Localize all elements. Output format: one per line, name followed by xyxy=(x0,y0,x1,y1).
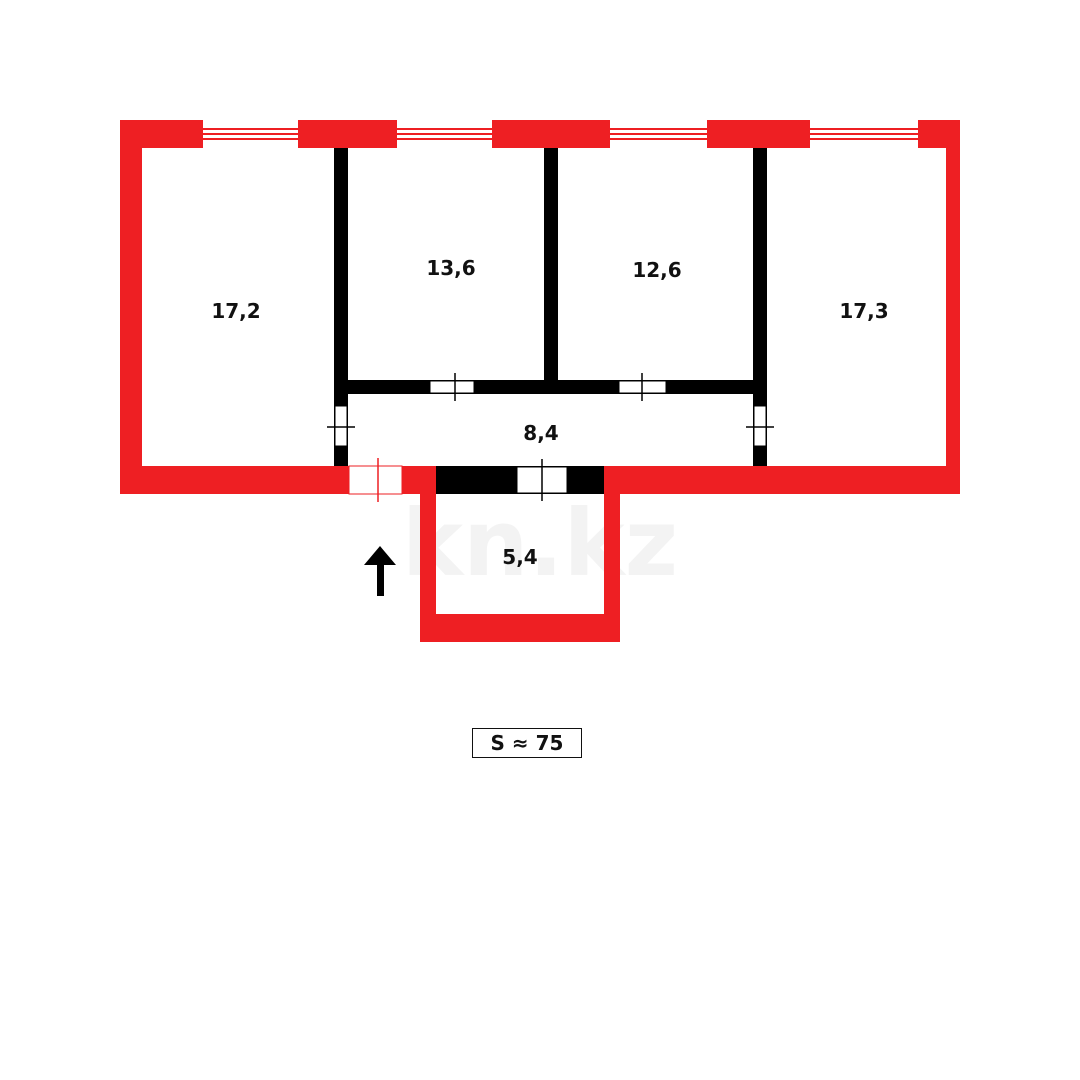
hallway-wall xyxy=(334,380,767,394)
window-1 xyxy=(203,120,298,148)
room-label-hallway: 8,4 xyxy=(523,421,558,445)
door-room-2 xyxy=(429,373,475,401)
room-label-1: 17,2 xyxy=(211,299,260,323)
room-label-3: 12,6 xyxy=(632,258,681,282)
vestibule-bottom-wall xyxy=(420,614,620,642)
vestibule-right-wall xyxy=(604,466,620,642)
windows xyxy=(203,120,918,148)
door-vestibule xyxy=(516,459,568,501)
partition-2 xyxy=(544,148,558,386)
doors xyxy=(327,373,774,502)
bottom-wall-right xyxy=(604,466,960,494)
door-room-3 xyxy=(618,373,667,401)
room-label-4: 17,3 xyxy=(839,299,888,323)
total-area-label: S ≈ 75 xyxy=(472,728,582,758)
room-label-vestibule: 5,4 xyxy=(502,545,537,569)
window-3 xyxy=(610,120,707,148)
right-wall xyxy=(946,120,960,494)
door-room-4 xyxy=(746,405,774,447)
arrow-up-icon xyxy=(364,546,396,596)
left-wall xyxy=(120,120,142,494)
vestibule-left-wall xyxy=(420,466,436,642)
door-room-1 xyxy=(327,405,355,447)
watermark: kn.kz xyxy=(402,490,678,597)
window-4 xyxy=(810,120,918,148)
window-2 xyxy=(397,120,492,148)
door-entrance xyxy=(348,458,403,502)
room-label-2: 13,6 xyxy=(426,256,475,280)
